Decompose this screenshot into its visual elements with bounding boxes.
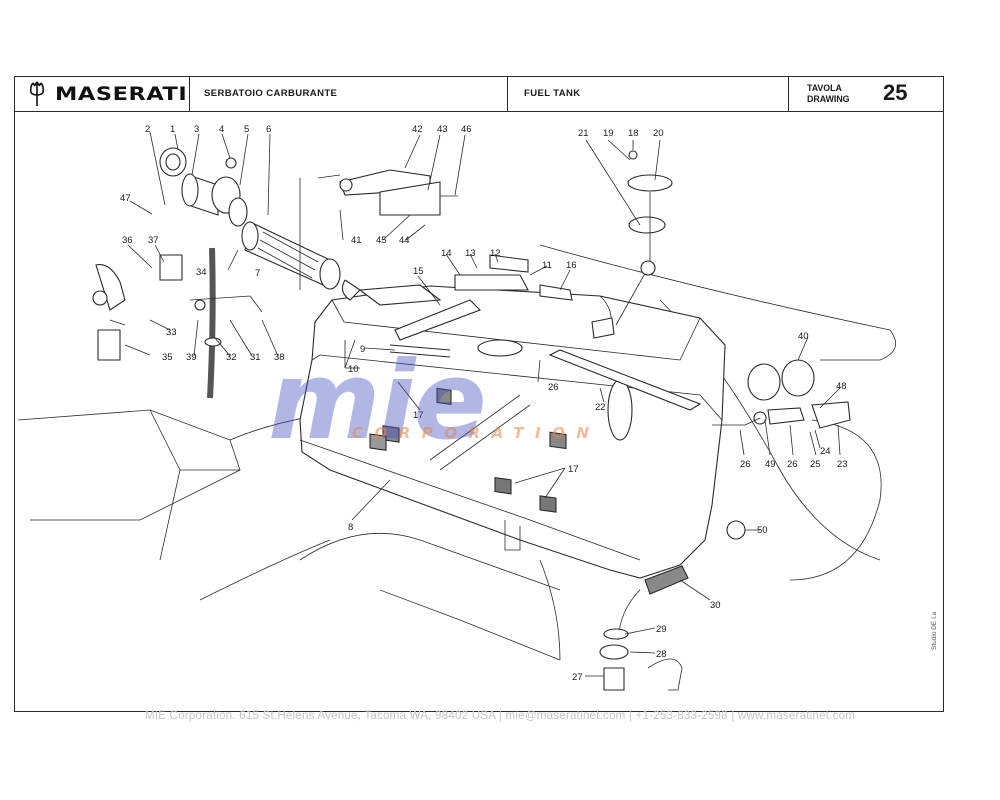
callout-41: 41 bbox=[351, 235, 362, 246]
callout-48: 48 bbox=[836, 381, 847, 392]
callout-26a: 26 bbox=[548, 382, 559, 393]
tank-brackets bbox=[339, 169, 573, 358]
callout-6: 6 bbox=[266, 124, 271, 135]
fuel-tank bbox=[299, 285, 726, 579]
callout-17a: 17 bbox=[413, 410, 424, 421]
car-body-outline bbox=[17, 244, 897, 661]
callout-46: 46 bbox=[461, 124, 472, 135]
callout-45: 45 bbox=[376, 235, 387, 246]
callout-44: 44 bbox=[399, 235, 410, 246]
callout-43: 43 bbox=[437, 124, 448, 135]
callout-20: 20 bbox=[653, 128, 664, 139]
brand-cell: MASERATI bbox=[15, 77, 190, 111]
callout-14: 14 bbox=[441, 248, 452, 259]
leader-lines bbox=[109, 131, 841, 677]
callout-25: 25 bbox=[810, 459, 821, 470]
title-italian-cell: SERBATOIO CARBURANTE bbox=[190, 77, 508, 111]
callout-7: 7 bbox=[255, 268, 260, 279]
callout-36: 36 bbox=[122, 235, 133, 246]
callout-39: 39 bbox=[186, 352, 197, 363]
callout-8: 8 bbox=[348, 522, 353, 533]
callout-33: 33 bbox=[166, 327, 177, 338]
brand-logo: MASERATI bbox=[55, 83, 188, 105]
filler-neck-assembly bbox=[159, 147, 341, 290]
callout-11: 11 bbox=[542, 260, 552, 271]
callout-31: 31 bbox=[250, 352, 261, 363]
callout-1: 1 bbox=[170, 124, 175, 135]
callout-29: 29 bbox=[656, 624, 667, 635]
callout-26b: 26 bbox=[740, 459, 751, 470]
callout-26c: 26 bbox=[787, 459, 798, 470]
callout-5: 5 bbox=[244, 124, 249, 135]
callout-22: 22 bbox=[595, 402, 606, 413]
watermark-logo: mie bbox=[268, 339, 487, 464]
sheet-number: 25 bbox=[883, 80, 908, 105]
callout-21: 21 bbox=[578, 128, 589, 139]
trident-logo-icon bbox=[29, 81, 45, 106]
watermark-subtitle: CORPORATION bbox=[352, 424, 601, 442]
filler-cap-area bbox=[712, 359, 882, 581]
callout-47: 47 bbox=[120, 193, 131, 204]
callout-16: 16 bbox=[566, 260, 577, 271]
callout-27: 27 bbox=[572, 672, 583, 683]
drawing-label: DRAWING bbox=[807, 94, 850, 104]
callout-24: 24 bbox=[820, 446, 831, 457]
callout-13: 13 bbox=[465, 248, 476, 259]
drawing-sheet: MASERATI SERBATOIO CARBURANTE FUEL TANK … bbox=[14, 76, 944, 712]
callout-10: 10 bbox=[348, 364, 359, 375]
callout-28: 28 bbox=[656, 649, 667, 660]
callout-15: 15 bbox=[413, 266, 424, 277]
tavola-label: TAVOLA bbox=[807, 83, 842, 93]
title-english-cell: FUEL TANK bbox=[508, 77, 789, 111]
callout-35: 35 bbox=[162, 352, 173, 363]
callout-12: 12 bbox=[490, 248, 501, 259]
callout-9: 9 bbox=[360, 344, 365, 355]
title-block: MASERATI SERBATOIO CARBURANTE FUEL TANK … bbox=[15, 77, 943, 112]
callout-17b: 17 bbox=[568, 464, 579, 475]
callout-32: 32 bbox=[226, 352, 237, 363]
sheet-number-cell: TAVOLA DRAWING 25 bbox=[789, 77, 943, 111]
callout-42: 42 bbox=[412, 124, 423, 135]
side-note: Studio DE I.a bbox=[931, 611, 938, 650]
footer-contact: MIE Corporation. 615 St.Helens Avenue, T… bbox=[144, 709, 856, 722]
callout-23: 23 bbox=[837, 459, 848, 470]
callout-40: 40 bbox=[798, 331, 809, 342]
callout-3: 4 bbox=[219, 124, 224, 135]
callout-37: 37 bbox=[148, 235, 159, 246]
callout-38: 38 bbox=[274, 352, 285, 363]
callout-30: 30 bbox=[710, 600, 721, 611]
callout-49: 49 bbox=[765, 459, 776, 470]
callout-19: 19 bbox=[603, 128, 614, 139]
callouts: 1 2 4 3 5 6 7 8 9 10 11 12 13 14 15 16 1… bbox=[120, 124, 848, 683]
callout-4: 3 bbox=[194, 124, 199, 135]
drain-assembly bbox=[599, 565, 689, 691]
callout-2: 2 bbox=[145, 124, 150, 135]
sheet-labels: TAVOLA DRAWING bbox=[807, 83, 850, 105]
fuel-sender bbox=[591, 150, 673, 339]
callout-34: 34 bbox=[196, 267, 207, 278]
title-italian: SERBATOIO CARBURANTE bbox=[204, 88, 338, 99]
title-english: FUEL TANK bbox=[524, 88, 581, 99]
breather-hose bbox=[92, 247, 263, 399]
callout-18: 18 bbox=[628, 128, 639, 139]
callout-50: 50 bbox=[757, 525, 768, 536]
